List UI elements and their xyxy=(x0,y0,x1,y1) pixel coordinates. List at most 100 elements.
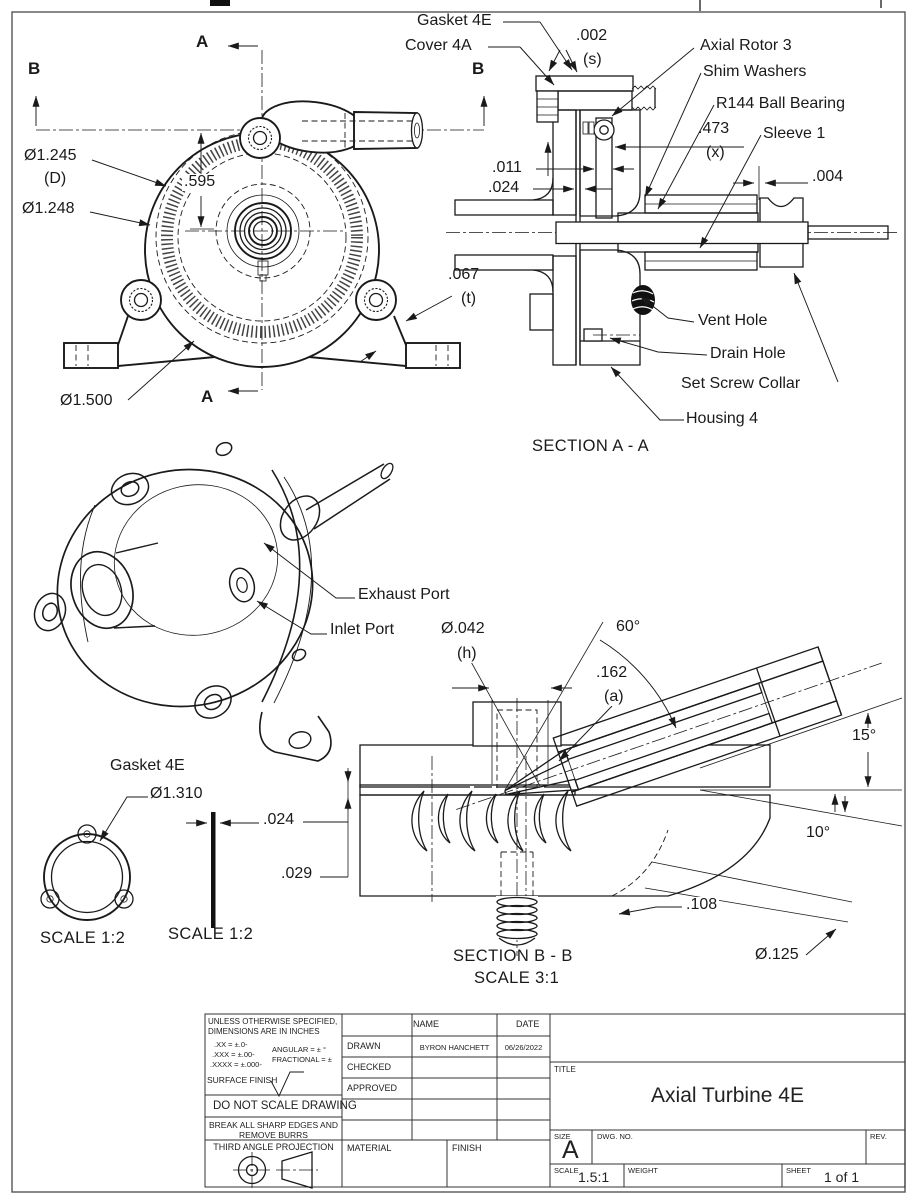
gasket-edge-dimensions xyxy=(186,768,352,878)
tb-tol-xx: .XX = ±.0- xyxy=(214,1040,248,1049)
tb-sheet-value: 1 of 1 xyxy=(824,1169,860,1185)
dim-angle-15: 15° xyxy=(850,727,879,745)
tb-title: Axial Turbine 4E xyxy=(651,1084,804,1107)
tb-sheet-label: SHEET xyxy=(786,1166,812,1175)
tb-row-checked: CHECKED xyxy=(347,1062,392,1072)
caption-section-bb: SECTION B - B xyxy=(453,947,573,965)
section-aa-view xyxy=(446,21,900,421)
tb-dwg-no-label: DWG. NO. xyxy=(597,1132,633,1141)
dim-011: .011 xyxy=(492,159,522,176)
dim-dia-1245-ref: (D) xyxy=(44,170,67,187)
dim-dia-042: Ø.042 xyxy=(439,620,487,638)
dim-108: .108 xyxy=(684,896,720,914)
front-bolt-bosses xyxy=(120,117,397,321)
tb-scale-value: 1.5:1 xyxy=(578,1169,610,1185)
tb-tol-angular: ANGULAR = ± ° xyxy=(272,1045,327,1054)
label-shim-washers: Shim Washers xyxy=(703,63,807,80)
dim-angle-10: 10° xyxy=(804,824,833,842)
set-screw xyxy=(496,851,538,946)
label-gasket-4e: Gasket 4E xyxy=(417,12,492,29)
caption-section-aa: SECTION A - A xyxy=(532,437,650,455)
section-arrow-b-left: B xyxy=(28,59,41,78)
tb-row-approved: APPROVED xyxy=(347,1083,398,1093)
dim-angle-60: 60° xyxy=(614,618,643,636)
tb-row-drawn: DRAWN xyxy=(347,1041,381,1051)
label-exhaust-port: Exhaust Port xyxy=(358,586,450,603)
label-set-screw-collar: Set Screw Collar xyxy=(681,375,801,392)
dim-162: .162 xyxy=(594,664,630,682)
dim-002-ref: (s) xyxy=(583,51,602,68)
tb-scale-label: SCALE xyxy=(554,1166,579,1175)
tb-material: MATERIAL xyxy=(347,1143,392,1153)
section-bb-view xyxy=(359,621,903,956)
section-arrow-b-right: B xyxy=(472,59,485,78)
section-bb-dimensions xyxy=(452,621,903,956)
tb-spec-note-1: UNLESS OTHERWISE SPECIFIED, xyxy=(208,1017,338,1026)
tb-finish: FINISH xyxy=(452,1143,482,1153)
dim-dia-1245: Ø1.245 xyxy=(24,147,77,164)
front-view-dimensions xyxy=(32,42,488,401)
label-gasket-detail-title: Gasket 4E xyxy=(110,757,185,774)
tb-drawn-name: BYRON HANCHETT xyxy=(419,1043,490,1052)
dim-473: .473 xyxy=(698,120,730,137)
vent-coil xyxy=(631,285,655,315)
dim-024-gasket: .024 xyxy=(261,811,297,829)
tb-spec-note-2: DIMENSIONS ARE IN INCHES xyxy=(208,1027,320,1036)
dim-dia-125: Ø.125 xyxy=(753,946,801,964)
tb-projection: THIRD ANGLE PROJECTION xyxy=(213,1142,334,1152)
tb-size-label: SIZE xyxy=(554,1132,571,1141)
dim-024-aa: .024 xyxy=(488,179,520,196)
front-mounting-arms xyxy=(63,315,461,369)
label-drain-hole: Drain Hole xyxy=(710,345,786,362)
dim-dia-042-ref: (h) xyxy=(455,645,479,663)
caption-scale-bb: SCALE 3:1 xyxy=(474,969,560,987)
front-view xyxy=(32,42,488,401)
tb-rev-label: REV. xyxy=(870,1132,887,1141)
surface-finish-icon xyxy=(270,1071,304,1098)
dim-dia-1310: Ø1.310 xyxy=(150,785,203,802)
label-cover-4a: Cover 4A xyxy=(405,37,472,54)
label-axial-rotor: Axial Rotor 3 xyxy=(700,37,792,54)
tb-weight-label: WEIGHT xyxy=(628,1166,658,1175)
label-r144-bearing: R144 Ball Bearing xyxy=(716,95,845,112)
caption-scale-face: SCALE 1:2 xyxy=(40,929,126,947)
section-arrow-a-top: A xyxy=(196,32,209,51)
tb-tol-xxx: .XXX = ±.00- xyxy=(212,1050,255,1059)
label-vent-hole: Vent Hole xyxy=(698,312,768,329)
tb-surface-finish: SURFACE FINISH xyxy=(207,1075,278,1085)
caption-scale-edge: SCALE 1:2 xyxy=(168,925,254,943)
rotor-section xyxy=(582,117,615,219)
tb-drawn-date: 06/26/2022 xyxy=(504,1043,543,1052)
section-aa-dimensions xyxy=(488,21,839,421)
nozzle-pipe xyxy=(456,646,882,810)
dim-595: .595 xyxy=(182,173,218,191)
tb-do-not-scale: DO NOT SCALE DRAWING xyxy=(213,1100,357,1112)
tb-break-edges-2: REMOVE BURRS xyxy=(239,1130,308,1140)
dim-dia-1500: Ø1.500 xyxy=(60,392,113,409)
dim-473-ref: (x) xyxy=(706,144,725,161)
tb-tol-xxxx: .XXXX = ±.000- xyxy=(210,1060,262,1069)
isometric-leaders xyxy=(256,542,355,635)
cap-screw xyxy=(536,90,559,123)
dim-002: .002 xyxy=(576,27,608,44)
section-arrow-a-bottom: A xyxy=(201,387,214,406)
tb-tol-fractional: FRACTIONAL = ± xyxy=(272,1055,332,1064)
third-angle-projection-icon xyxy=(233,1151,318,1189)
tb-col-name: NAME xyxy=(413,1019,440,1029)
dim-067: .067 xyxy=(448,266,480,283)
label-housing-4: Housing 4 xyxy=(686,410,759,427)
turbine-blades xyxy=(411,790,572,852)
iso-bolts xyxy=(33,441,307,719)
tb-col-date: DATE xyxy=(516,1019,540,1029)
dim-004: .004 xyxy=(812,168,844,185)
gasket-detail xyxy=(40,768,352,928)
page-border xyxy=(11,0,906,1193)
tb-title-label: TITLE xyxy=(554,1065,576,1074)
label-sleeve-1: Sleeve 1 xyxy=(763,125,826,142)
isometric-view xyxy=(33,441,394,762)
dim-162-ref: (a) xyxy=(602,688,626,706)
dim-029-gasket: .029 xyxy=(279,865,315,883)
gasket-lobes xyxy=(40,824,134,909)
